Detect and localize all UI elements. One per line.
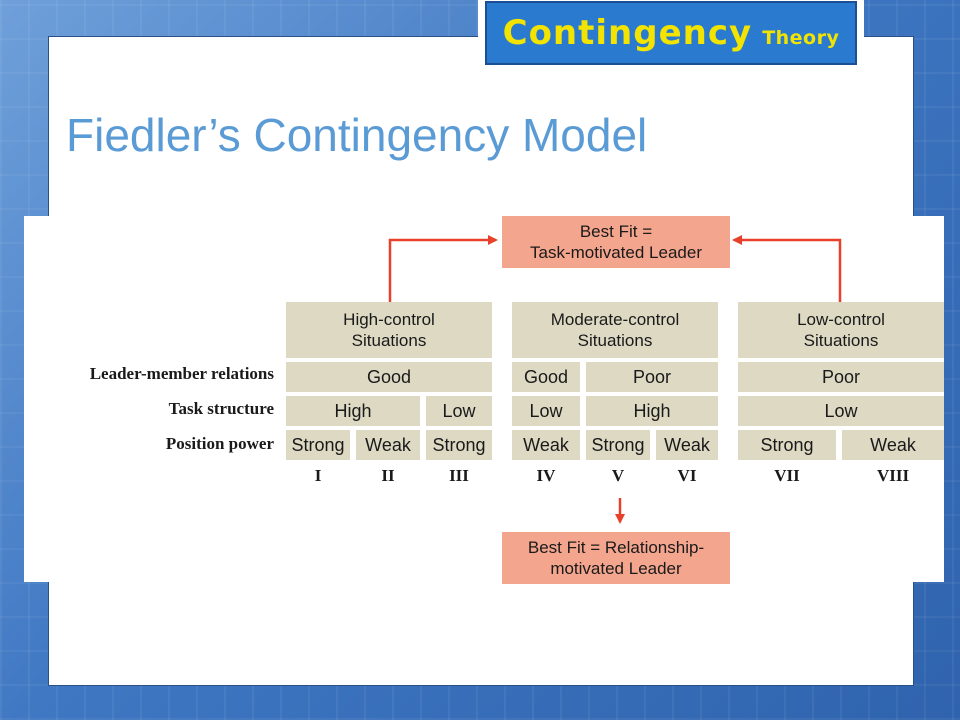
group-header-line1: Low-control [797, 310, 885, 329]
group-header-low-control: Low-control Situations [738, 302, 944, 358]
slide-title: Fiedler’s Contingency Model [66, 109, 648, 161]
relations-cell: Good [512, 362, 580, 392]
power-cell: Weak [656, 430, 718, 460]
badge-main-text: Contingency [502, 13, 753, 53]
structure-cell: High [586, 396, 718, 426]
octant-label: II [381, 466, 395, 485]
octant-label: III [449, 466, 469, 485]
best-fit-relationship-line1: Best Fit = Relationship- [527, 538, 705, 557]
group-header-line1: High-control [343, 310, 435, 329]
topic-badge-inner: Contingency Theory [485, 1, 857, 65]
structure-cell: Low [512, 396, 580, 426]
row-label-structure: Task structure [168, 399, 274, 418]
octant-label: VI [677, 466, 697, 485]
relations-cell: Poor [586, 362, 718, 392]
best-fit-relationship-box: Best Fit = Relationship- motivated Leade… [502, 532, 730, 584]
power-cell: Strong [738, 430, 836, 460]
best-fit-task-line2: Task-motivated Leader [530, 243, 702, 262]
structure-cell: Low [426, 396, 492, 426]
diagram-arrows [388, 235, 842, 524]
arrow-low-control [732, 235, 842, 302]
octant-label: V [611, 466, 625, 485]
octant-label: VII [774, 466, 800, 485]
group-header-moderate-control: Moderate-control Situations [512, 302, 718, 358]
best-fit-task-box: Best Fit = Task-motivated Leader [502, 216, 730, 268]
badge-sub-text: Theory [762, 27, 840, 49]
power-cell: Strong [426, 430, 492, 460]
power-cell: Weak [356, 430, 420, 460]
best-fit-task-line1: Best Fit = [579, 222, 653, 241]
relations-cell: Poor [738, 362, 944, 392]
power-cell: Weak [512, 430, 580, 460]
power-cell: Strong [286, 430, 350, 460]
power-cell: Strong [586, 430, 650, 460]
group-header-high-control: High-control Situations [286, 302, 492, 358]
group-header-line2: Situations [577, 331, 653, 350]
power-cell: Weak [842, 430, 944, 460]
relations-cell: Good [286, 362, 492, 392]
group-header-line2: Situations [803, 331, 879, 350]
octant-label: I [314, 466, 322, 485]
octant-label: IV [536, 466, 556, 485]
contingency-diagram: Best Fit = Task-motivated Leader Best Fi… [24, 216, 944, 584]
best-fit-relationship-line2: motivated Leader [550, 559, 682, 578]
row-label-relations: Leader-member relations [89, 364, 274, 383]
arrow-high-control [388, 235, 498, 302]
octant-label: VIII [876, 466, 910, 485]
structure-cell: Low [738, 396, 944, 426]
structure-cell: High [286, 396, 420, 426]
topic-badge: Contingency Theory [478, 0, 864, 72]
group-header-line1: Moderate-control [550, 310, 680, 329]
row-label-power: Position power [165, 434, 274, 453]
group-header-line2: Situations [351, 331, 427, 350]
